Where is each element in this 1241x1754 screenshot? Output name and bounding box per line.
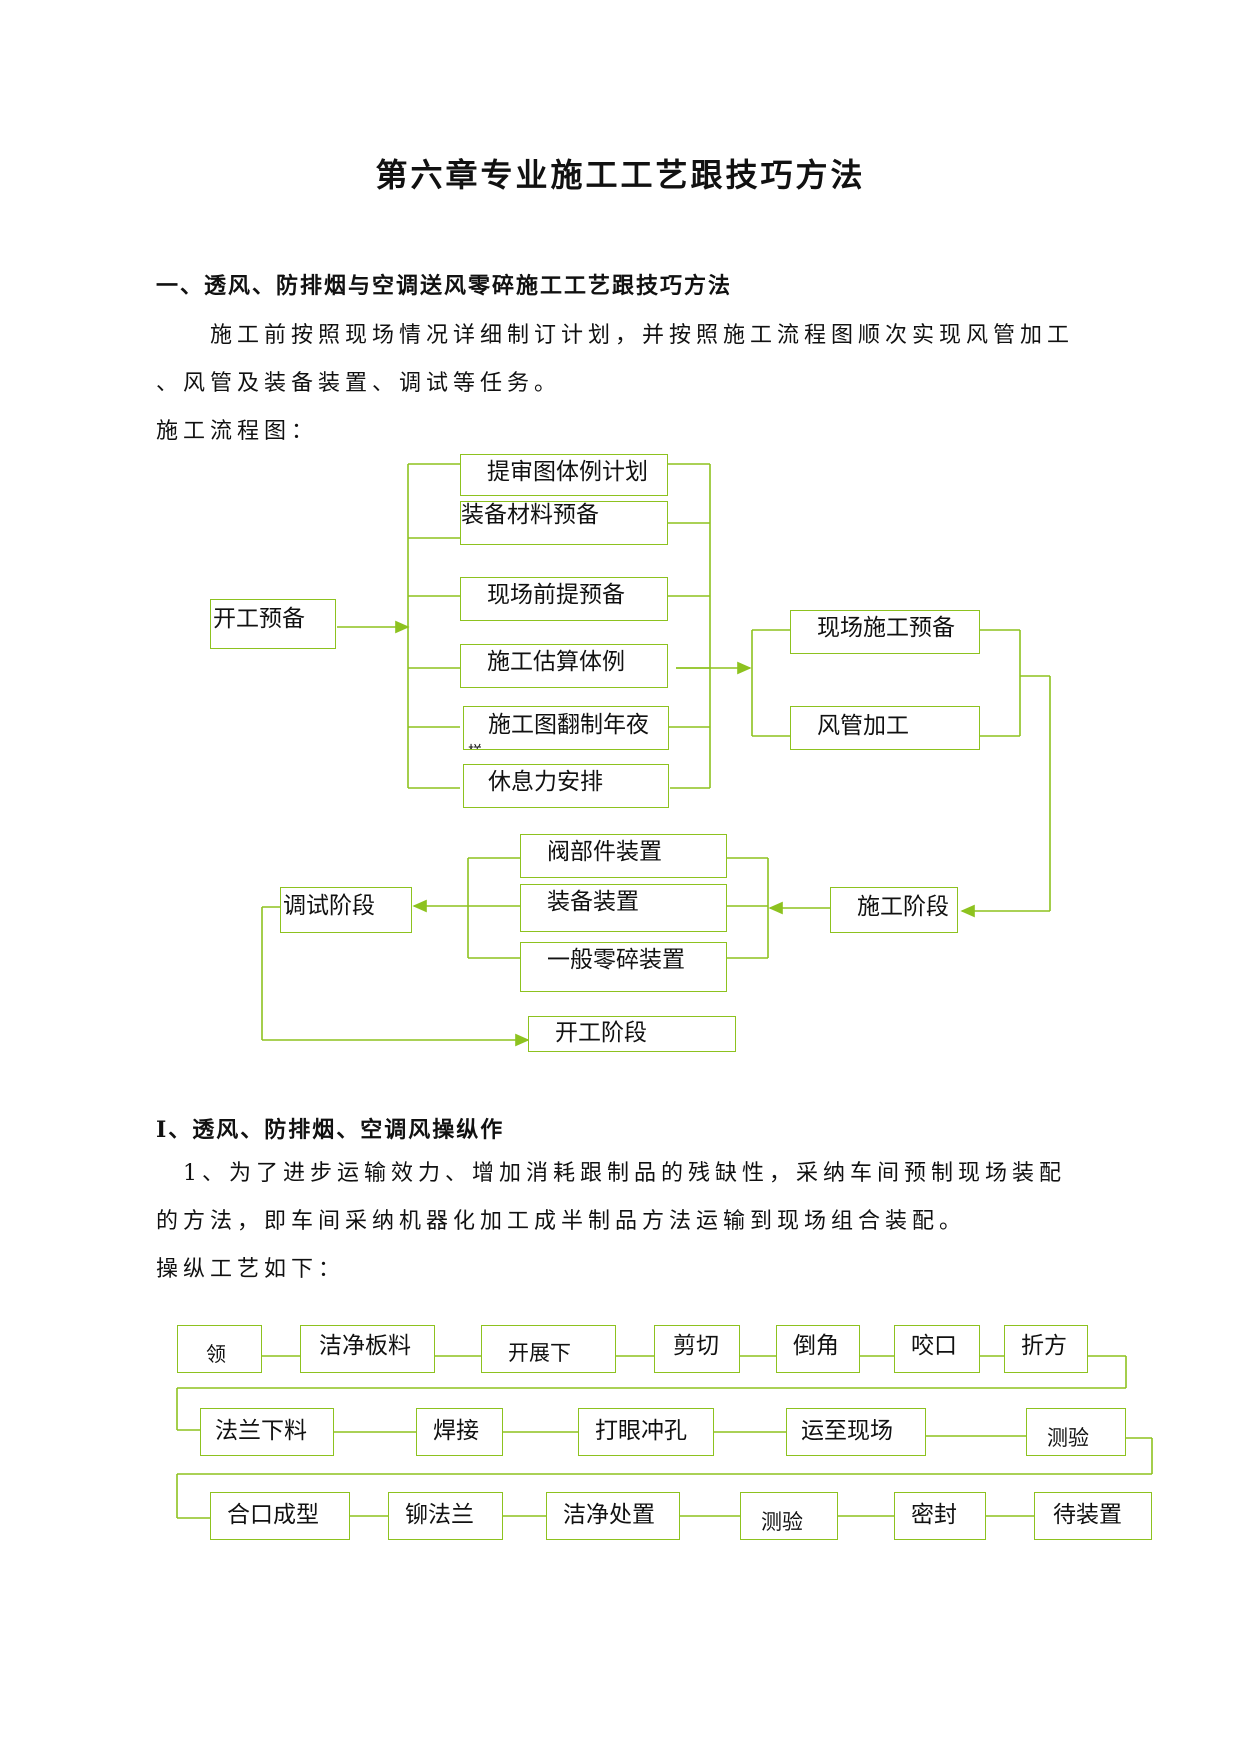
process-step-1-7: 折方 [1004, 1325, 1088, 1373]
flow-node-commissioning: 调试阶段 [280, 887, 412, 933]
process-step-2-2: 焊接 [416, 1408, 503, 1456]
process-step-1-4: 剪切 [654, 1325, 740, 1373]
process-step-3-3: 洁净处置 [546, 1492, 680, 1540]
process-step-1-3: 开展下 [481, 1325, 616, 1373]
flow-node-prep-5: 施工图翻制年夜样 [463, 706, 669, 750]
section1-paragraph-line2: 、风管及装备装置、调试等任务。 [156, 371, 562, 396]
section2-paragraph-line2: 的方法，即车间采纳机器化加工成半制品方法运输到现场组合装配。 [156, 1209, 967, 1234]
flow-node-prep-3: 现场前提预备 [460, 577, 668, 621]
page-title: 第六章专业施工工艺跟技巧方法 [375, 156, 866, 194]
process-step-1-2: 洁净板料 [300, 1325, 435, 1373]
flow-node-prep-2: 装备材料预备 [460, 501, 668, 545]
flow-node-prep-6: 休息力安排 [463, 764, 669, 808]
process-step-1-1: 领 [177, 1325, 262, 1373]
flow-node-duct-fabrication: 风管加工 [790, 706, 980, 750]
flow-node-construction: 施工阶段 [830, 887, 958, 933]
flow-node-prep-1: 提审图体例计划 [460, 454, 668, 496]
flow-node-install-valves: 阀部件装置 [520, 834, 727, 878]
flowchart-label: 施工流程图： [156, 419, 319, 444]
process-step-3-1: 合口成型 [210, 1492, 350, 1540]
process-step-2-4: 运至现场 [786, 1408, 926, 1456]
flow-node-install-general: 一般零碎装置 [520, 942, 727, 992]
flow-node-completion: 开工阶段 [528, 1016, 736, 1052]
flow-node-start: 开工预备 [210, 599, 336, 649]
process-step-1-5: 倒角 [776, 1325, 860, 1373]
flow-node-install-equipment: 装备装置 [520, 884, 727, 932]
process-step-3-2: 铆法兰 [388, 1492, 503, 1540]
process-step-3-6: 待装置 [1034, 1492, 1152, 1540]
flow-node-prep-4: 施工估算体例 [460, 644, 668, 688]
section2-paragraph-line1: 1、为了进步运输效力、增加消耗跟制品的残缺性，采纳车间预制现场装配 [183, 1161, 1066, 1186]
process-step-2-1: 法兰下料 [200, 1408, 334, 1456]
process-step-2-3: 打眼冲孔 [578, 1408, 714, 1456]
process-step-2-5: 测验 [1026, 1408, 1126, 1456]
process-step-3-4: 测验 [740, 1492, 838, 1540]
flow-node-site-prep: 现场施工预备 [790, 610, 980, 654]
section-heading-2: Ⅰ、透风、防排烟、空调风操纵作 [156, 1117, 505, 1143]
process-step-1-6: 咬口 [894, 1325, 980, 1373]
section-heading-1: 一、透风、防排烟与空调送风零碎施工工艺跟技巧方法 [156, 273, 733, 299]
process-label: 操纵工艺如下： [156, 1257, 346, 1282]
section1-paragraph-line1: 施工前按照现场情况详细制订计划，并按照施工流程图顺次实现风管加工 [210, 323, 1075, 348]
process-step-3-5: 密封 [894, 1492, 986, 1540]
